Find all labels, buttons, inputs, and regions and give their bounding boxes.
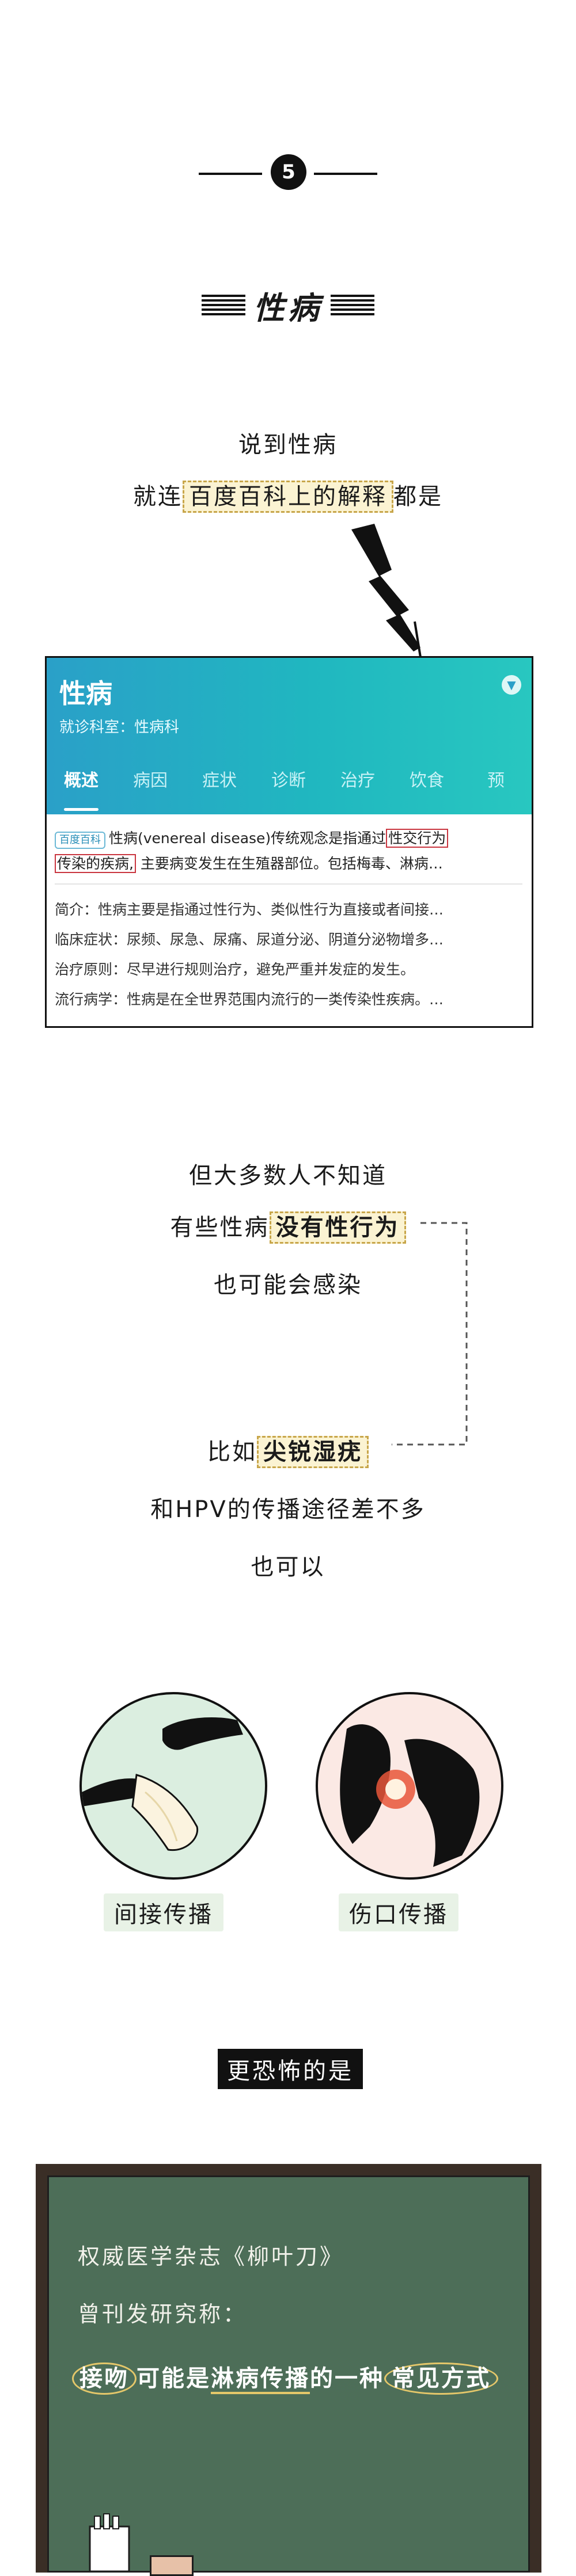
section-line-right	[314, 173, 377, 175]
card-divider	[55, 883, 522, 885]
encyclopedia-card: 性病 就诊科室：性病科 ▼ 概述 病因 症状 诊断 治疗 饮食 预 百度百科性病…	[45, 656, 533, 1028]
tab-symptom[interactable]: 症状	[202, 771, 237, 791]
list-item[interactable]: 简介：性病主要是指通过性行为、类似性行为直接或者间接…	[55, 901, 444, 918]
em-a-kind: 的一种	[310, 2365, 384, 2392]
em-common-way: 常见方式	[384, 2362, 498, 2395]
lightning-arrow-icon	[351, 524, 425, 662]
tab-treatment[interactable]: 治疗	[340, 771, 375, 791]
middle-line-6: 也可以	[251, 1554, 325, 1580]
em-kiss: 接吻	[72, 2362, 137, 2395]
middle-line-5: 和HPV的传播途径差不多	[150, 1496, 426, 1523]
highlight-no-sex: 没有性行为	[269, 1211, 406, 1244]
middle-line-4-pre: 比如	[207, 1439, 257, 1465]
tab-prevention[interactable]: 预	[487, 771, 505, 791]
illustration-wound	[316, 1692, 503, 1880]
middle-line-2-pre: 有些性病	[170, 1214, 270, 1241]
eraser-icon	[150, 2555, 194, 2576]
chevron-down-icon[interactable]: ▼	[502, 675, 521, 695]
chalkboard	[47, 2175, 530, 2573]
dashed-connector	[392, 1222, 468, 1446]
tab-cause[interactable]: 病因	[133, 771, 168, 791]
intro-line-2-pre: 就连	[133, 483, 183, 510]
summary-text-b: 主要病变发生在生殖器部位。包括梅毒、淋病…	[140, 855, 443, 872]
section-line-left	[199, 173, 262, 175]
highlight-box-1: 性交行为	[386, 829, 449, 848]
middle-line-2: 有些性病没有性行为	[0, 1209, 576, 1244]
middle-line-3: 也可能会感染	[214, 1272, 362, 1298]
card-tabs: 概述 病因 症状 诊断 治疗 饮食 预	[47, 763, 532, 814]
intro-line-2-post: 都是	[393, 483, 443, 510]
card-summary: 百度百科性病(venereal disease)传统观念是指通过性交行为 传染的…	[55, 826, 525, 877]
middle-line-4: 比如尖锐湿疣	[0, 1433, 576, 1468]
caption-wound: 伤口传播	[339, 1893, 458, 1931]
em-may-be: 可能是	[137, 2365, 211, 2392]
section-title: 性病	[245, 282, 331, 328]
card-subtitle: 就诊科室：性病科	[59, 719, 180, 736]
tab-overview[interactable]: 概述	[47, 763, 116, 814]
middle-line-1: 但大多数人不知道	[189, 1163, 387, 1189]
intro-line-2: 就连百度百科上的解释都是	[0, 478, 576, 513]
highlight-condyloma: 尖锐湿疣	[257, 1436, 369, 1468]
card-header	[47, 658, 532, 814]
card-info-list: 简介：性病主要是指通过性行为、类似性行为直接或者间接… 临床症状：尿频、尿急、尿…	[55, 895, 525, 1015]
intro-highlight-box: 百度百科上的解释	[183, 481, 393, 513]
emphasis-tag: 更恐怖的是	[218, 2049, 363, 2089]
source-badge: 百度百科	[55, 832, 105, 849]
intro-line-1: 说到性病	[238, 432, 338, 458]
tab-diagnosis[interactable]: 诊断	[271, 771, 306, 791]
list-item[interactable]: 流行病学：性病是在全世界范围内流行的一类传染性疾病。…	[55, 991, 444, 1008]
card-title: 性病	[59, 678, 112, 709]
highlight-box-2: 传染的疾病,	[55, 854, 136, 873]
list-item[interactable]: 治疗原则：尽早进行规则治疗，避免严重并发症的发生。	[55, 961, 415, 978]
tab-diet[interactable]: 饮食	[410, 771, 444, 791]
board-emphasis: 接吻可能是淋病传播的一种常见方式	[72, 2360, 498, 2395]
section-number-badge: 5	[271, 154, 306, 190]
section-heading: 性病	[202, 282, 374, 328]
board-line-2: 曾刊发研究称：	[78, 2301, 248, 2327]
em-gonorrhea: 淋病传播	[211, 2365, 310, 2394]
chalk-box-icon	[89, 2513, 130, 2573]
summary-text-a: 性病(venereal disease)传统观念是指通过	[109, 830, 386, 847]
wound-hands-icon	[340, 1724, 480, 1867]
caption-indirect: 间接传播	[104, 1893, 223, 1931]
list-item[interactable]: 临床症状：尿频、尿急、尿痛、尿道分泌、阴道分泌物增多…	[55, 931, 444, 948]
board-line-1: 权威医学杂志《柳叶刀》	[78, 2244, 344, 2269]
illustration-indirect	[79, 1692, 267, 1880]
towel-hands-icon	[82, 1717, 243, 1851]
